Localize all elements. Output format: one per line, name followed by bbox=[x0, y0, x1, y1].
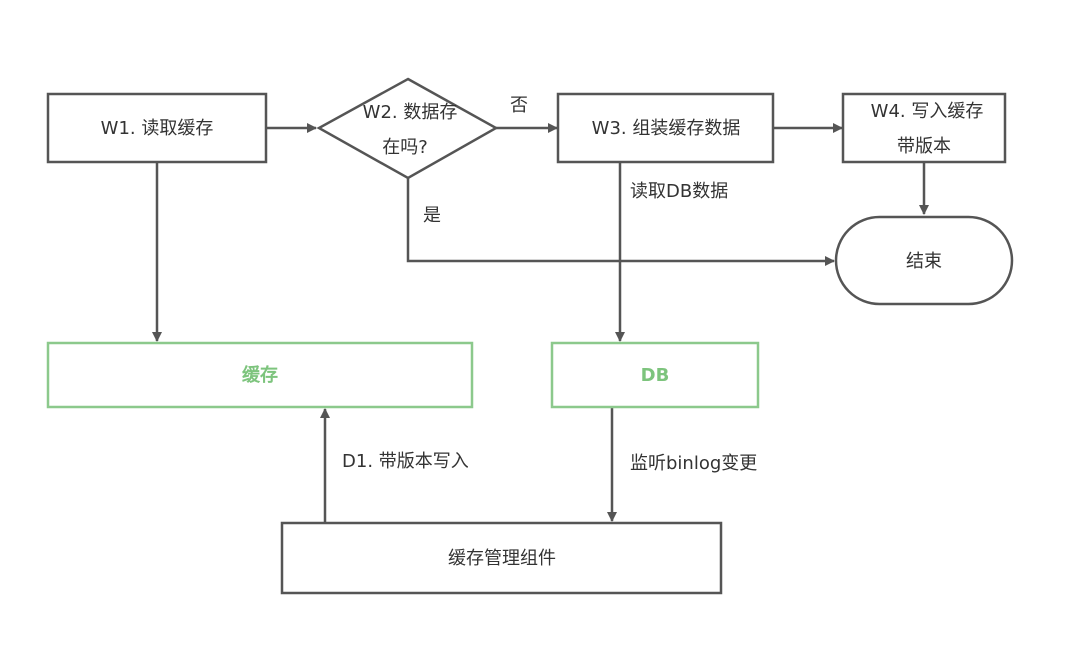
node-w1: W1. 读取缓存 bbox=[46, 92, 268, 164]
node-w1-label: W1. 读取缓存 bbox=[101, 118, 214, 139]
node-w2-line2: 在吗? bbox=[382, 137, 428, 158]
node-w3: W3. 组装缓存数据 bbox=[556, 92, 775, 164]
node-cache-manager-label: 缓存管理组件 bbox=[448, 548, 556, 569]
edge-w2-yes-to-end bbox=[406, 178, 835, 266]
node-end-terminal: 结束 bbox=[834, 215, 1014, 306]
edge-label-no: 否 bbox=[510, 95, 528, 116]
node-cache-manager: 缓存管理组件 bbox=[280, 521, 723, 595]
edge-label-read-db: 读取DB数据 bbox=[630, 181, 728, 202]
edge-label-yes: 是 bbox=[423, 205, 441, 226]
node-end-label: 结束 bbox=[906, 251, 942, 272]
node-w2-line1: W2. 数据存 bbox=[363, 102, 458, 123]
node-w4: W4. 写入缓存 带版本 bbox=[841, 92, 1007, 164]
node-w4-line1: W4. 写入缓存 bbox=[871, 101, 984, 122]
node-w3-label: W3. 组装缓存数据 bbox=[592, 118, 741, 139]
edge-label-binlog: 监听binlog变更 bbox=[630, 453, 757, 474]
store-cache: 缓存 bbox=[46, 341, 474, 409]
edge-label-d1: D1. 带版本写入 bbox=[342, 451, 469, 472]
store-cache-label: 缓存 bbox=[242, 364, 278, 386]
node-w2-decision: W2. 数据存 在吗? bbox=[316, 77, 499, 180]
store-db: DB bbox=[550, 341, 760, 409]
store-db-label: DB bbox=[641, 365, 670, 386]
node-w4-line2: 带版本 bbox=[897, 136, 951, 157]
